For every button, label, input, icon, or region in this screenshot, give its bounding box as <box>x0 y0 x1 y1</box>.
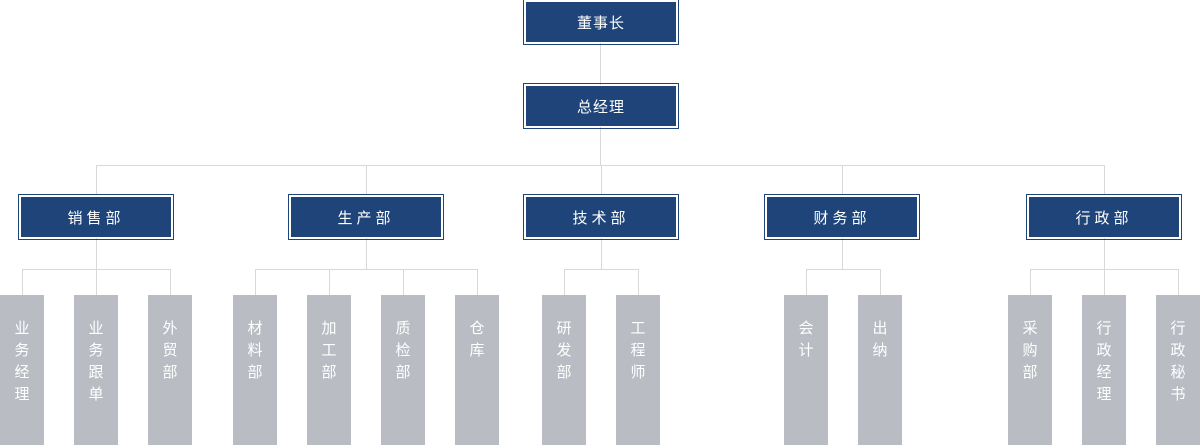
sub-unit-label: 行政秘书 <box>1170 319 1186 403</box>
sub-unit-box: 行政秘书 <box>1156 295 1200 445</box>
sub-unit-label: 会计 <box>798 319 814 359</box>
sub-unit-box: 行政经理 <box>1082 295 1126 445</box>
sub-unit-box: 研发部 <box>542 295 586 445</box>
general-manager-box: 总经理 <box>523 83 679 129</box>
department-label: 行政部 <box>1075 208 1133 227</box>
department-box: 技术部 <box>523 194 679 240</box>
sub-unit-label: 业务跟单 <box>88 319 104 403</box>
sub-unit-label: 材料部 <box>247 319 263 381</box>
sub-unit-box: 出纳 <box>858 295 902 445</box>
sub-unit-label: 外贸部 <box>162 319 178 381</box>
sub-unit-label: 采购部 <box>1022 319 1038 381</box>
sub-unit-box: 工程师 <box>616 295 660 445</box>
department-label: 财务部 <box>813 208 871 227</box>
sub-unit-label: 加工部 <box>321 319 337 381</box>
sub-unit-label: 业务经理 <box>14 319 30 403</box>
department-box: 行政部 <box>1026 194 1182 240</box>
department-label: 生产部 <box>337 208 395 227</box>
sub-unit-label: 质检部 <box>395 319 411 381</box>
general-manager-label: 总经理 <box>576 97 625 116</box>
sub-unit-box: 质检部 <box>381 295 425 445</box>
sub-unit-label: 行政经理 <box>1096 319 1112 403</box>
sub-unit-box: 加工部 <box>307 295 351 445</box>
chairman-box: 董事长 <box>523 0 679 45</box>
department-label: 技术部 <box>572 208 630 227</box>
sub-unit-box: 仓库 <box>455 295 499 445</box>
department-label: 销售部 <box>67 208 125 227</box>
department-box: 销售部 <box>18 194 174 240</box>
sub-unit-label: 仓库 <box>469 319 485 359</box>
sub-unit-box: 外贸部 <box>148 295 192 445</box>
sub-unit-label: 研发部 <box>556 319 572 381</box>
chairman-label: 董事长 <box>576 13 625 32</box>
sub-unit-box: 采购部 <box>1008 295 1052 445</box>
sub-unit-box: 会计 <box>784 295 828 445</box>
sub-unit-label: 工程师 <box>630 319 646 381</box>
sub-unit-box: 业务经理 <box>0 295 44 445</box>
sub-unit-box: 业务跟单 <box>74 295 118 445</box>
sub-unit-box: 材料部 <box>233 295 277 445</box>
department-box: 财务部 <box>764 194 920 240</box>
sub-unit-label: 出纳 <box>872 319 888 359</box>
department-box: 生产部 <box>288 194 444 240</box>
